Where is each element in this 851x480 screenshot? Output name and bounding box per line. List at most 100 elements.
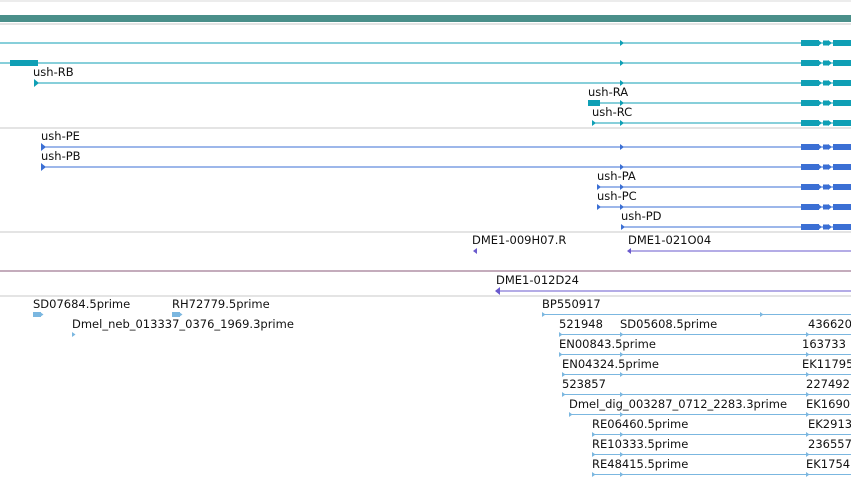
exon-block bbox=[801, 120, 819, 126]
est-label[interactable]: EK1754 bbox=[806, 457, 851, 471]
est-label[interactable]: RE48415.5prime bbox=[592, 457, 689, 471]
strand-arrow-icon bbox=[818, 80, 822, 86]
strand-arrow-icon bbox=[620, 80, 624, 86]
strand-arrow-icon bbox=[828, 204, 832, 210]
exon-block bbox=[833, 144, 851, 150]
exon-block bbox=[833, 100, 851, 106]
strand-arrow-icon bbox=[828, 120, 832, 126]
clone-label-dme1-021o04[interactable]: DME1-021O04 bbox=[628, 233, 712, 247]
exon-block bbox=[801, 184, 819, 190]
exon-block bbox=[833, 120, 851, 126]
est-label[interactable]: 436620 bbox=[808, 317, 851, 331]
protein-label-ush-pe[interactable]: ush-PE bbox=[41, 129, 80, 143]
strand-arrow-icon bbox=[592, 432, 596, 437]
exon-block bbox=[823, 184, 829, 190]
strand-arrow-icon bbox=[806, 412, 810, 417]
strand-arrow-icon bbox=[620, 144, 624, 150]
strand-arrow-icon bbox=[818, 40, 822, 46]
exon-block bbox=[833, 204, 851, 210]
strand-arrow-icon bbox=[828, 224, 832, 230]
strand-arrow-icon bbox=[559, 332, 563, 337]
est-label[interactable]: 521948 bbox=[559, 317, 603, 331]
est-label[interactable]: 236557 bbox=[808, 437, 851, 451]
est-label[interactable]: EK11795 bbox=[802, 357, 851, 371]
strand-arrow-icon bbox=[620, 60, 624, 66]
exon-block bbox=[588, 100, 600, 106]
strand-arrow-icon bbox=[620, 452, 624, 457]
est-label[interactable]: SD05608.5prime bbox=[620, 317, 718, 331]
est-label[interactable]: EK1690 bbox=[806, 397, 851, 411]
strand-arrow-icon bbox=[620, 392, 624, 397]
transcript-label-ush-ra[interactable]: ush-RA bbox=[588, 85, 629, 99]
est-label[interactable]: RE10333.5prime bbox=[592, 437, 689, 451]
exon-block bbox=[833, 60, 851, 66]
strand-arrow-icon bbox=[562, 392, 566, 397]
protein-label-ush-pc[interactable]: ush-PC bbox=[597, 189, 637, 203]
strand-arrow-icon bbox=[828, 40, 832, 46]
est-label[interactable]: RE06460.5prime bbox=[592, 417, 689, 431]
exon-block bbox=[801, 60, 819, 66]
scaffold-bar bbox=[0, 15, 851, 22]
protein-label-ush-pa[interactable]: ush-PA bbox=[597, 169, 636, 183]
strand-arrow-icon bbox=[620, 100, 624, 106]
strand-arrow-icon bbox=[592, 120, 596, 126]
exon-block bbox=[833, 40, 851, 46]
strand-arrow-icon bbox=[818, 60, 822, 66]
strand-arrow-icon bbox=[597, 204, 601, 210]
transcript-label-ush-rc[interactable]: ush-RC bbox=[592, 105, 633, 119]
strand-arrow-icon bbox=[828, 144, 832, 150]
strand-arrow-icon bbox=[620, 372, 624, 377]
strand-arrow-icon bbox=[562, 372, 566, 377]
strand-arrow-icon bbox=[621, 224, 625, 230]
strand-arrow-icon bbox=[620, 184, 624, 190]
exon-block bbox=[833, 80, 851, 86]
strand-arrow-icon bbox=[806, 452, 810, 457]
exon-block bbox=[10, 60, 38, 66]
strand-arrow-icon bbox=[828, 80, 832, 86]
strand-arrow-icon bbox=[828, 100, 832, 106]
exon-block bbox=[801, 40, 819, 46]
strand-arrow-icon bbox=[806, 392, 810, 397]
est-label[interactable]: Dmel_neb_013337_0376_1969.3prime bbox=[72, 317, 294, 331]
exon-block bbox=[823, 100, 829, 106]
est-label[interactable]: 523857 bbox=[562, 377, 606, 391]
est-label[interactable]: 227492 bbox=[806, 377, 850, 391]
est-label[interactable]: EN00843.5prime bbox=[559, 337, 656, 351]
exon-block bbox=[833, 224, 851, 230]
exon-block bbox=[823, 164, 829, 170]
clone-label-dme1-009h07-r[interactable]: DME1-009H07.R bbox=[472, 233, 567, 247]
clone-label-dme1-012d24[interactable]: DME1-012D24 bbox=[496, 273, 579, 287]
clone-end-arrow-icon bbox=[473, 248, 477, 254]
clone-end-arrow-icon bbox=[627, 248, 631, 254]
strand-arrow-icon bbox=[818, 100, 822, 106]
strand-arrow-icon bbox=[179, 312, 183, 317]
exon-block bbox=[823, 144, 829, 150]
strand-arrow-icon bbox=[806, 352, 810, 357]
strand-arrow-icon bbox=[41, 143, 46, 151]
strand-arrow-icon bbox=[620, 40, 624, 46]
protein-label-ush-pd[interactable]: ush-PD bbox=[621, 209, 662, 223]
est-block bbox=[172, 312, 180, 317]
strand-arrow-icon bbox=[620, 120, 624, 126]
est-label[interactable]: SD07684.5prime bbox=[33, 297, 131, 311]
est-label[interactable]: Dmel_dig_003287_0712_2283.3prime bbox=[569, 397, 788, 411]
transcript-label-ush-rb[interactable]: ush-RB bbox=[33, 65, 74, 79]
strand-arrow-icon bbox=[569, 412, 573, 417]
strand-arrow-icon bbox=[41, 163, 46, 171]
protein-label-ush-pb[interactable]: ush-PB bbox=[41, 149, 81, 163]
strand-arrow-icon bbox=[597, 184, 601, 190]
est-label[interactable]: RH72779.5prime bbox=[172, 297, 270, 311]
exon-block bbox=[823, 40, 829, 46]
est-label[interactable]: EN04324.5prime bbox=[562, 357, 659, 371]
est-label[interactable]: EK2913 bbox=[808, 417, 851, 431]
strand-arrow-icon bbox=[806, 472, 810, 477]
exon-block bbox=[823, 224, 829, 230]
exon-block bbox=[823, 120, 829, 126]
est-label[interactable]: 163733 bbox=[802, 337, 846, 351]
strand-arrow-icon bbox=[40, 312, 44, 317]
strand-arrow-icon bbox=[559, 352, 563, 357]
exon-block bbox=[801, 204, 819, 210]
est-label[interactable]: BP550917 bbox=[542, 297, 601, 311]
